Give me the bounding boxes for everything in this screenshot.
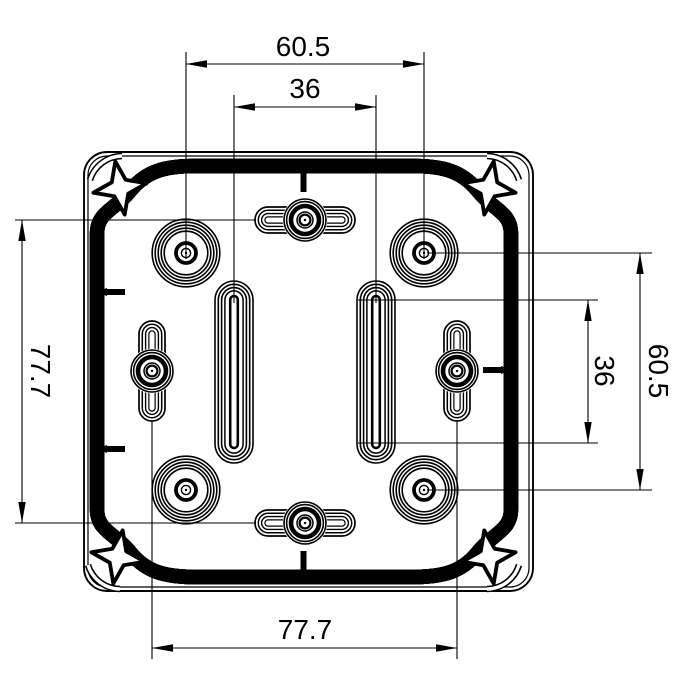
dimension-label-left-boss-spacing: 77.7 [25,344,56,399]
dimension-labels: 60.5 36 77.7 60.5 36 77.7 [25,31,674,645]
slot-left [213,279,255,465]
dimension-top-slot-spacing [233,95,377,303]
datum-tick-left-lower [96,445,125,453]
dimension-label-bottom-boss-spacing: 77.7 [278,614,333,645]
dimension-label-right-hole-spacing: 60.5 [643,344,674,399]
dimension-left-boss-spacing [15,219,256,524]
enclosure-body [83,151,534,591]
dimension-label-top-slot-spacing: 36 [289,73,320,104]
datum-tick-right [483,366,512,374]
slot-right [355,279,397,465]
dimension-top-hole-spacing [185,52,425,259]
dimension-lines [15,52,652,659]
mounting-hole-bottom-left [149,453,223,527]
datum-tick-top [299,162,308,192]
dimension-right-hole-spacing [427,252,652,491]
dimension-bottom-boss-spacing [151,421,458,659]
dimension-label-top-hole-spacing: 60.5 [276,31,331,62]
dimension-label-right-slot-span: 36 [589,355,620,386]
dimension-right-slot-span [358,299,598,444]
datum-tick-left-upper [96,288,125,296]
datum-tick-bottom [299,551,308,581]
